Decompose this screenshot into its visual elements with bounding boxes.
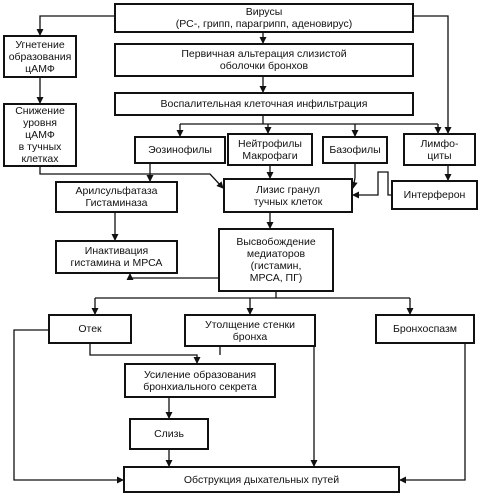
node-viruses: Вирусы (РС-, грипп, парагрипп, аденовиру… [114,3,414,33]
connector-arrow [352,171,391,199]
node-bronchospasm: Бронхоспазм [375,314,475,344]
node-inactivation: Инактивация гистамина и МРСА [55,240,178,274]
node-mediator-release: Высвобождение медиаторов (гистамин, МРСА… [218,228,334,292]
node-mast-cell-lysis: Лизис гранул тучных клеток [223,178,353,213]
node-inflammatory-infiltration: Воспалительная клеточная инфильтрация [114,92,414,116]
node-camp-decrease: Снижение уровня цАМФ в тучных клетках [3,103,77,167]
connector-arrow [350,177,358,189]
node-arylsulfatase: Арилсульфатаза Гистаминаза [55,181,178,213]
node-edema: Отек [48,314,132,344]
connector-arrow [126,273,218,280]
node-obstruction: Обструкция дыхательных путей [123,466,400,493]
node-secretion-increase: Усиление образования бронхиального секре… [124,363,276,398]
node-neutrophils-macrophages: Нейтрофилы Макрофаги [227,133,313,166]
node-primary-alteration: Первичная альтерация слизистой оболочки … [114,43,414,77]
connector-arrow [414,15,452,134]
connector-arrow [36,15,114,36]
connector-arrow [13,329,124,484]
connector-arrow [89,344,201,364]
node-wall-thickening: Утолщение стенки бронха [184,314,316,347]
node-basophils: Базофилы [322,136,388,164]
node-eosinophils: Эозинофилы [134,136,226,164]
connector-arrow [39,167,224,189]
node-camp-inhibition: Угнетение образования цАМФ [3,35,77,78]
node-interferon: Интерферон [391,180,478,210]
node-lymphocytes: Лимфо- циты [403,133,476,166]
node-mucus: Слизь [129,418,209,450]
connector-arrow [399,344,466,484]
